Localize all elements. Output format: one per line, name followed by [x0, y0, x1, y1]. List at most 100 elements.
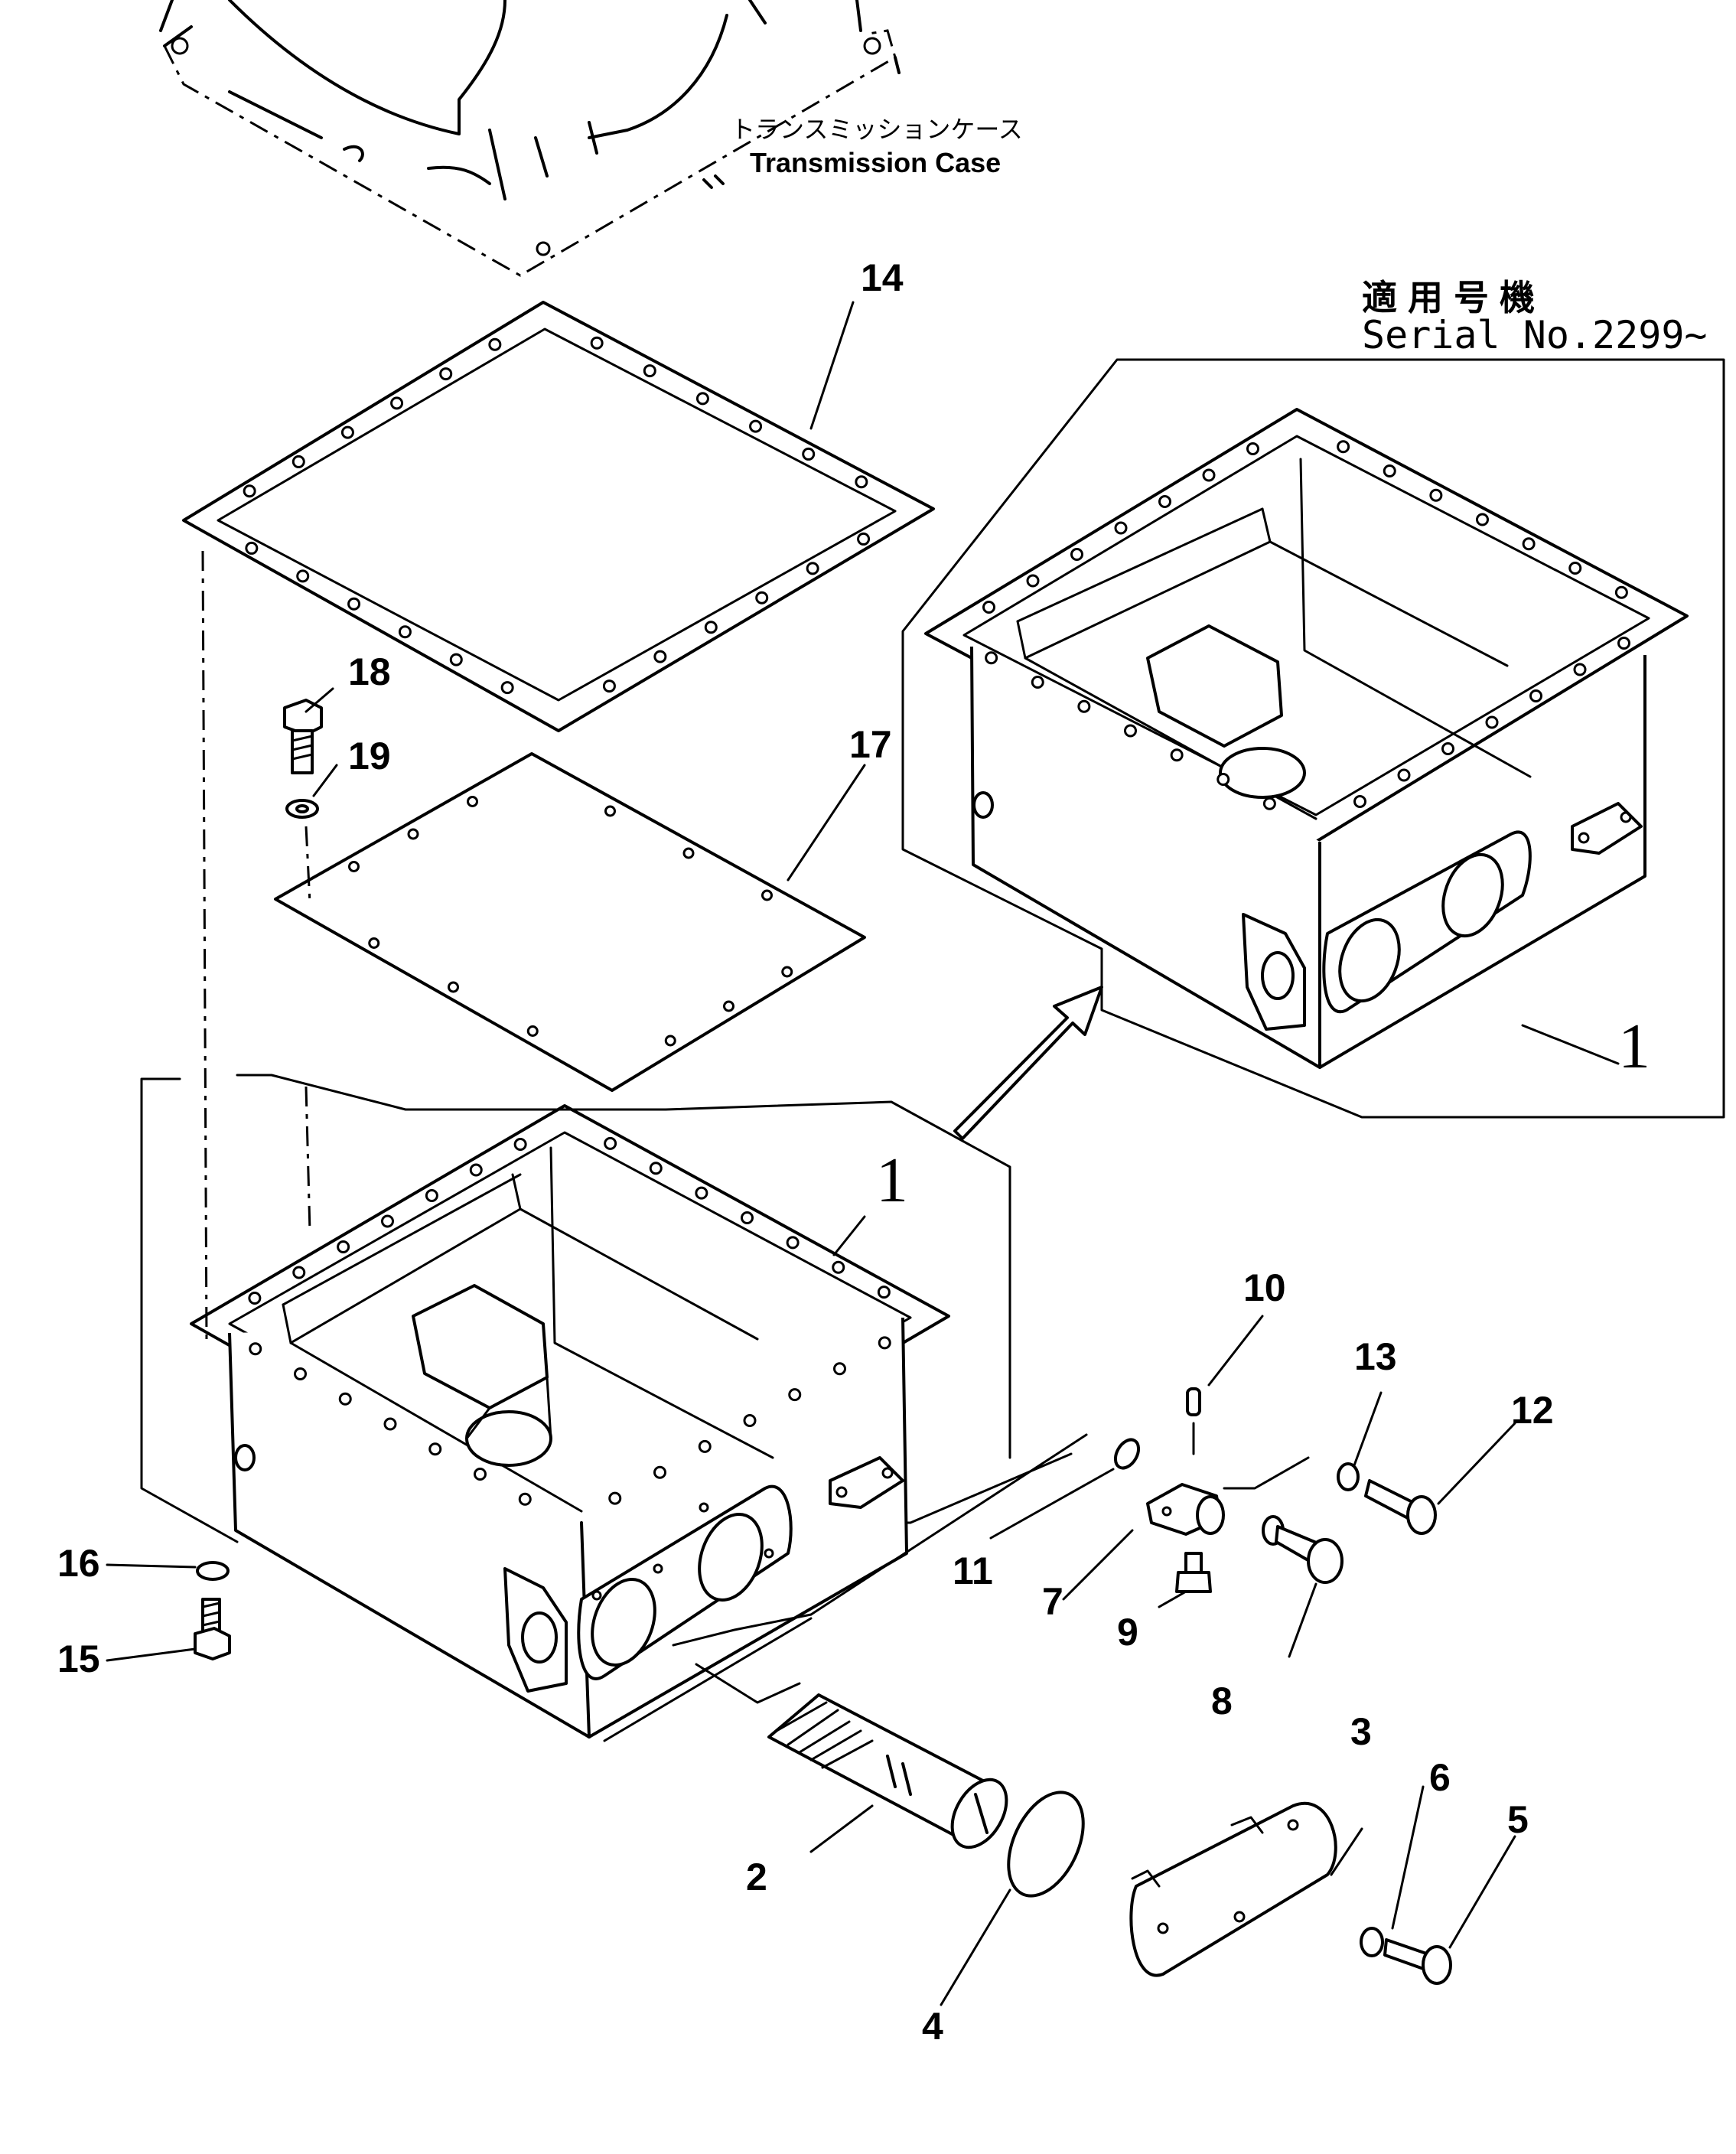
bolt-hole: [398, 625, 412, 639]
case-1-drawing: [190, 1104, 950, 1739]
bolt-hole: [348, 861, 360, 872]
bolt-hole: [249, 1342, 262, 1356]
bolt-hole: [802, 447, 816, 461]
plug-9-drawing: [1175, 1552, 1212, 1593]
callout-7: 7: [1042, 1580, 1063, 1623]
bolt-hole: [448, 981, 459, 993]
washer-16-drawing: [196, 1561, 230, 1581]
gasket-17-drawing: [274, 752, 866, 1092]
bolt-hole: [1026, 574, 1040, 588]
bolt-hole: [1441, 742, 1454, 755]
bolt-hole: [695, 392, 709, 406]
bolt-hole: [526, 1025, 539, 1037]
callout-18: 18: [348, 650, 391, 693]
bolt-hole: [474, 1468, 487, 1481]
bolt-hole: [1202, 468, 1216, 482]
bolt-hole: [488, 337, 502, 351]
bolt-hole: [518, 1492, 532, 1506]
bolt-hole: [653, 650, 667, 663]
bolt-hole: [368, 937, 380, 949]
bolt-hole: [248, 1292, 262, 1305]
bolt-hole: [296, 569, 310, 583]
bolt-hole: [337, 1240, 350, 1253]
bolt-hole: [1397, 768, 1411, 782]
callout-6: 6: [1429, 1756, 1451, 1799]
bolt-hole: [1573, 663, 1587, 676]
washer-19-drawing: [285, 799, 319, 819]
bolt-hole: [1246, 442, 1259, 455]
bolt-hole: [788, 1388, 802, 1402]
callout-9: 9: [1117, 1611, 1138, 1654]
bolt-hole: [695, 1186, 708, 1200]
bolt-hole: [1429, 488, 1443, 502]
bolt-hole: [741, 1211, 754, 1224]
bolt-hole: [704, 621, 718, 634]
bolt-hole: [1529, 689, 1542, 702]
inset-applicable-label-jp: 適用号機: [1362, 277, 1545, 318]
bolt-hole: [698, 1439, 712, 1453]
bolt-hole: [1170, 748, 1184, 762]
bolt-hole: [1353, 795, 1366, 808]
o-ring-11-drawing: [1113, 1438, 1141, 1470]
bolt-hole: [347, 597, 361, 611]
transmission-case-label-jp: トランスミッションケース: [731, 115, 1023, 144]
bolt-hole: [653, 1465, 666, 1479]
bolt-hole: [1031, 676, 1044, 689]
callout-16: 16: [57, 1542, 100, 1585]
bolt-hole: [1124, 724, 1137, 738]
bolt-hole: [781, 966, 793, 978]
washer-6-drawing: [1360, 1927, 1384, 1957]
bolt-hole: [245, 541, 259, 555]
inset-frame: [901, 358, 1725, 1119]
bolt-hole: [1476, 513, 1489, 526]
bolt-hole: [832, 1260, 845, 1274]
gasket-14-drawing: [182, 301, 935, 732]
cover-3-drawing: [1129, 1802, 1337, 1977]
bolt-hole: [761, 889, 773, 901]
bolt-8-drawing: [1262, 1515, 1344, 1584]
bolt-hole: [1217, 773, 1230, 786]
callout-19: 19: [348, 735, 391, 777]
o-ring-4-drawing: [1007, 1791, 1085, 1898]
bolt-hole: [743, 1414, 757, 1427]
bolt-hole: [292, 1266, 306, 1279]
bolt-hole: [338, 1392, 352, 1406]
bolt-hole: [878, 1336, 891, 1350]
bolt-hole: [500, 681, 514, 695]
bolt-hole: [467, 796, 478, 807]
bolt-hole: [649, 1162, 663, 1175]
strainer-2-drawing: [767, 1693, 1008, 1849]
bolt-hole: [390, 396, 404, 410]
bolt-12-drawing: [1364, 1479, 1437, 1535]
bolt-hole: [723, 1000, 734, 1012]
bolt-15-drawing: [194, 1598, 231, 1660]
bolt-hole: [1383, 464, 1396, 477]
callout-14: 14: [861, 256, 904, 299]
callout-1: 1: [876, 1145, 908, 1216]
bolt-hole: [243, 484, 256, 498]
washer-13-drawing: [1337, 1462, 1360, 1491]
bolt-hole: [982, 601, 995, 614]
bolt-hole: [682, 847, 695, 859]
bolt-hole: [1568, 562, 1582, 575]
bolt-hole: [1262, 797, 1276, 810]
callout-5: 5: [1507, 1798, 1529, 1841]
bolt-hole: [786, 1236, 800, 1250]
bolt-hole: [604, 805, 616, 817]
bolt-hole: [1070, 548, 1083, 561]
bolt-hole: [1114, 521, 1128, 535]
bolt-5-drawing: [1383, 1938, 1452, 1985]
bolt-hole: [855, 475, 868, 489]
bolt-hole: [755, 591, 769, 604]
bolt-hole: [449, 653, 463, 666]
bolt-hole: [985, 651, 998, 665]
bolt-hole: [590, 336, 604, 350]
bolt-hole: [664, 1035, 676, 1047]
bolt-hole: [643, 364, 656, 378]
bolt-hole: [383, 1417, 397, 1431]
inset-serial-label: Serial No.2299~: [1362, 313, 1708, 357]
callout-12: 12: [1511, 1389, 1554, 1432]
callout-10: 10: [1243, 1266, 1286, 1309]
callout-13: 13: [1354, 1335, 1397, 1378]
